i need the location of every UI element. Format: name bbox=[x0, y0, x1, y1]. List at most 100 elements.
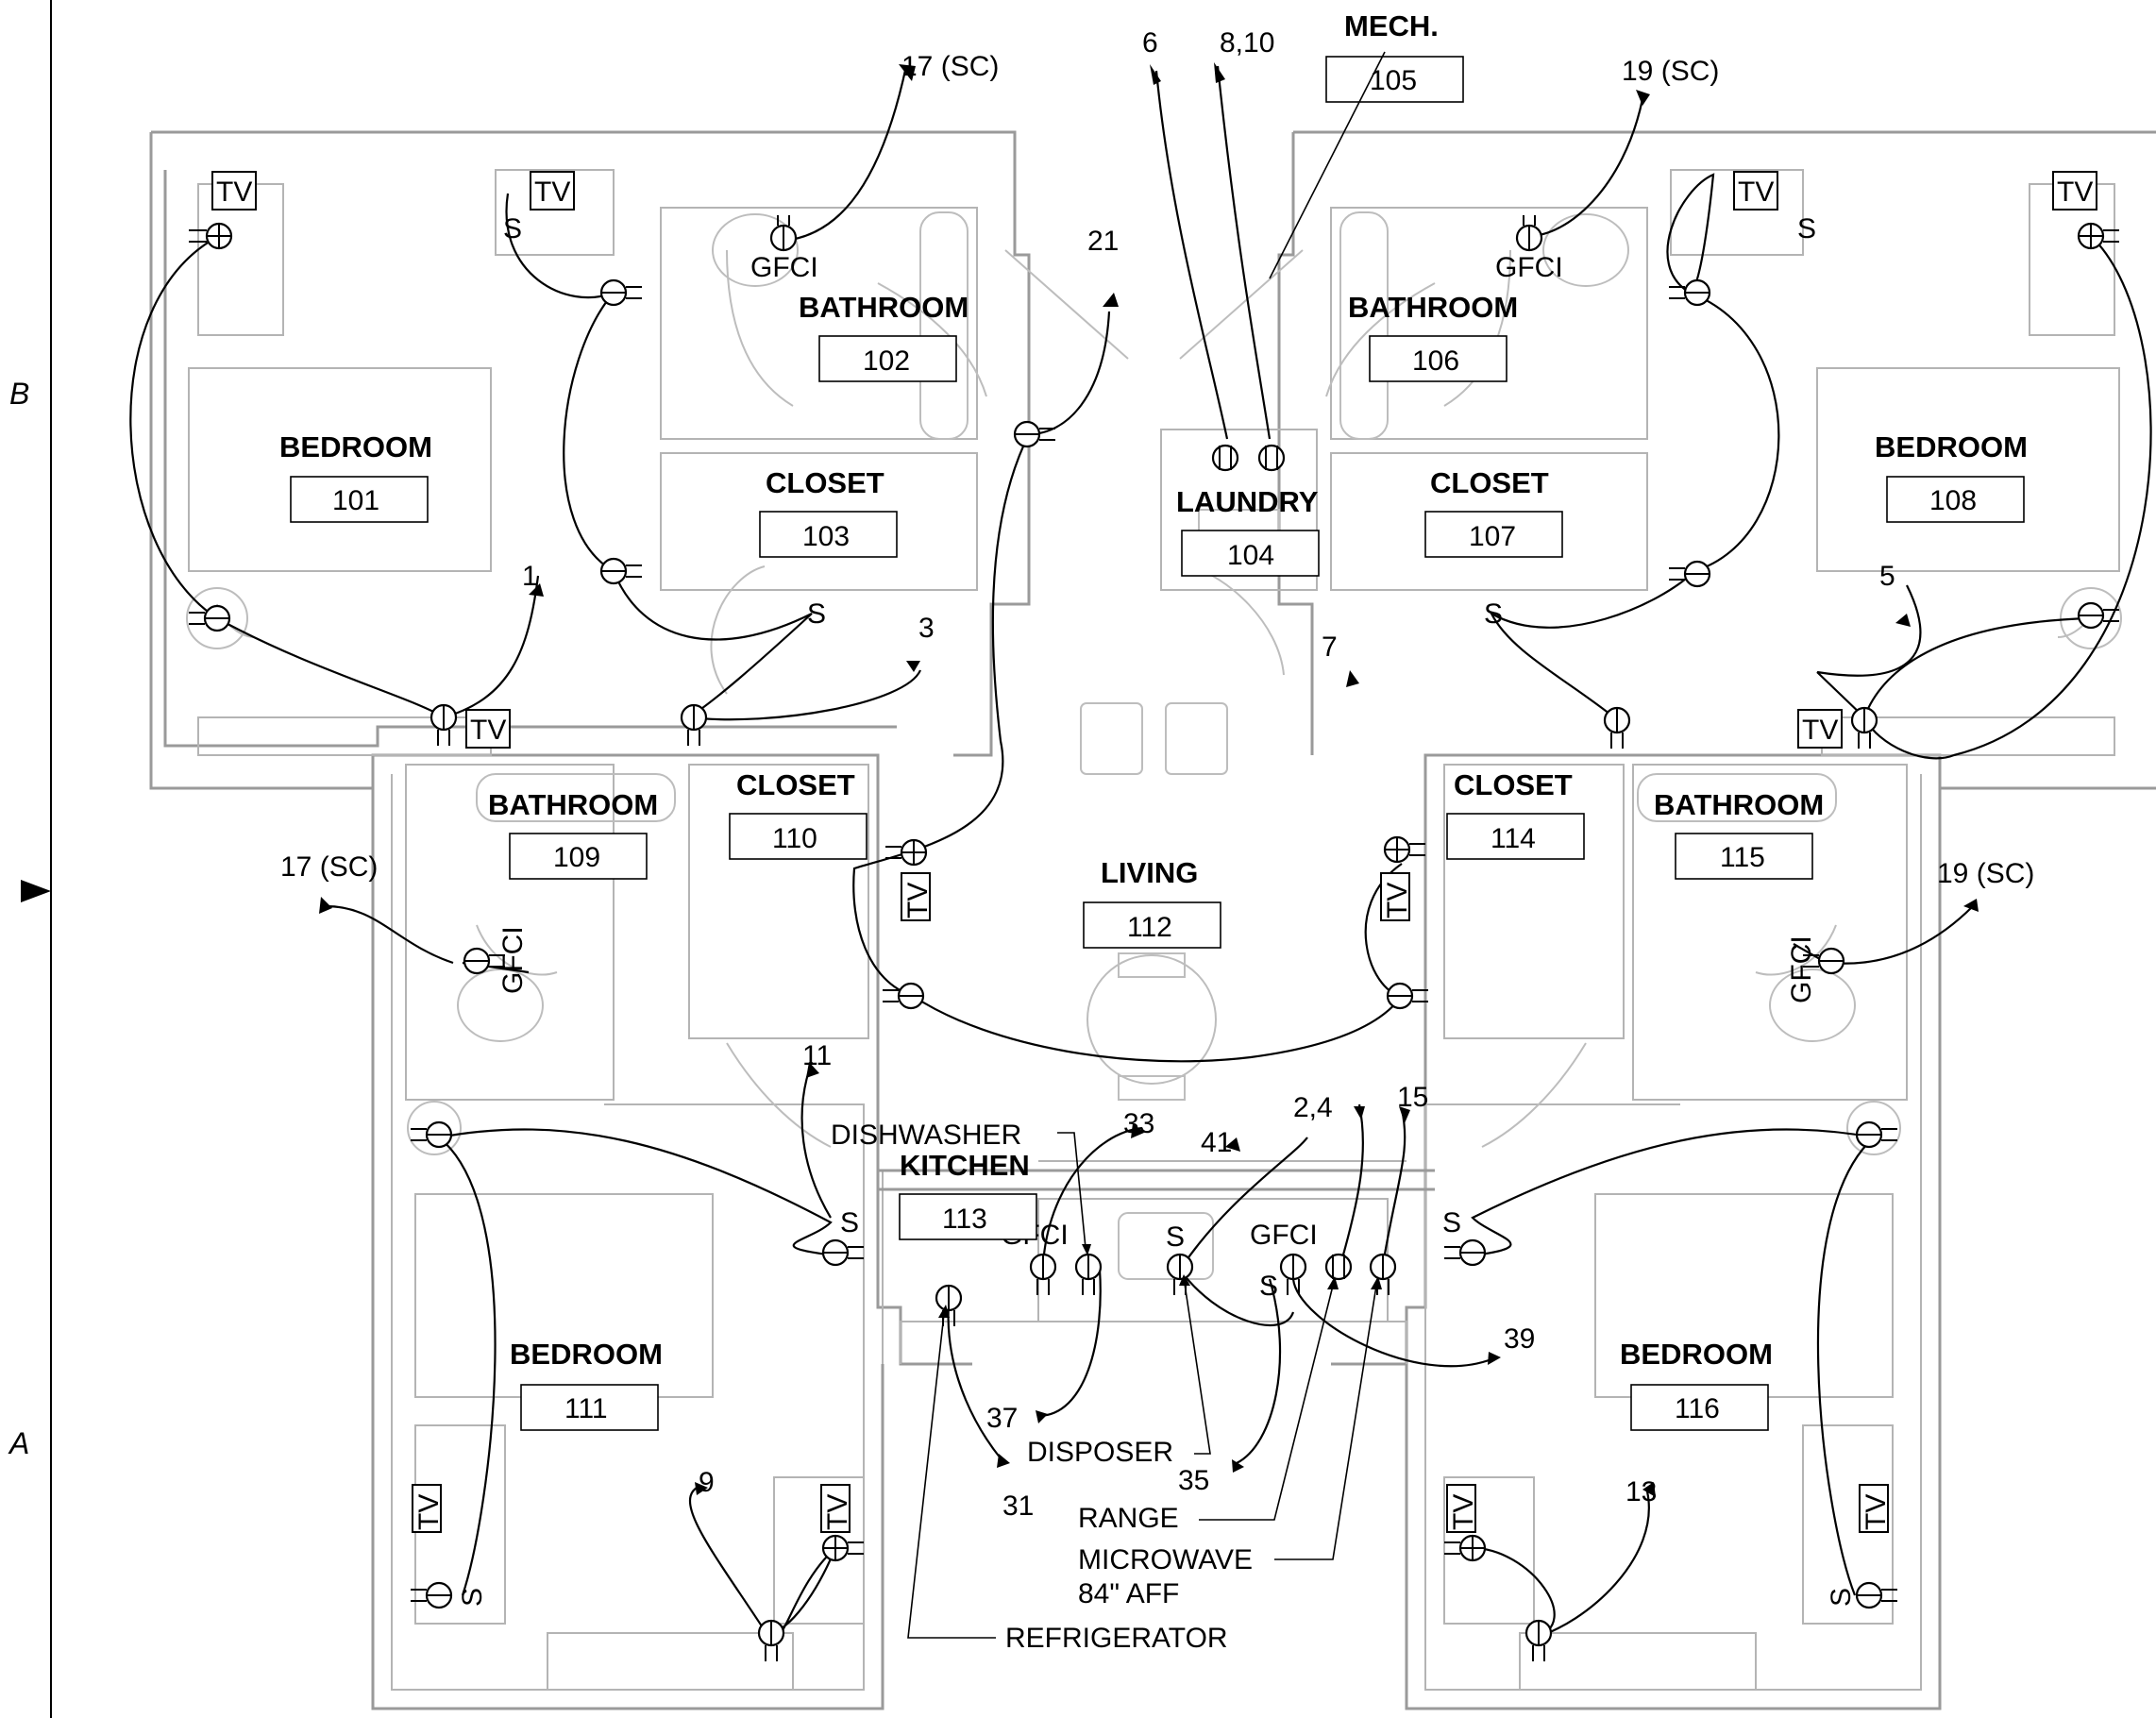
duplex-receptacle-icon bbox=[411, 1120, 453, 1149]
circuit-label: 8,10 bbox=[1220, 27, 1274, 59]
receptacles bbox=[189, 215, 2119, 1661]
duplex-receptacle-icon bbox=[883, 982, 925, 1010]
duplex-receptacle-icon bbox=[1524, 1619, 1553, 1661]
gfci-label: GFCI bbox=[1495, 252, 1563, 283]
circuit-label: 41 bbox=[1201, 1127, 1232, 1158]
grid-label-b: B bbox=[9, 377, 29, 411]
room-number: 112 bbox=[1127, 912, 1172, 943]
room-name: BATHROOM bbox=[1348, 291, 1518, 324]
circuit-label: 19 (SC) bbox=[1937, 858, 2034, 889]
gfci-label: GFCI bbox=[1786, 935, 1817, 1003]
room-number: 111 bbox=[564, 1393, 608, 1424]
circuit-label: 7 bbox=[1322, 632, 1338, 663]
room-114: CLOSET 114 bbox=[1446, 768, 1585, 860]
tv-label: TV bbox=[216, 177, 252, 208]
quad-receptacle-icon bbox=[821, 1534, 864, 1562]
circuit-label: 21 bbox=[1087, 226, 1119, 257]
laundry-receptacle-icon bbox=[1257, 444, 1286, 472]
room-name: BEDROOM bbox=[1620, 1338, 1773, 1371]
duplex-receptacle-icon bbox=[1386, 982, 1428, 1010]
room-number: 102 bbox=[863, 345, 910, 377]
tv-label: TV bbox=[1802, 715, 1838, 746]
equipment-callouts: DISHWASHER DISPOSER RANGE MICROWAVE 84" … bbox=[831, 51, 1386, 1654]
dishwasher-receptacle-icon bbox=[1074, 1253, 1103, 1295]
duplex-receptacle-icon bbox=[599, 557, 642, 585]
arrowhead-icon bbox=[1371, 1276, 1382, 1289]
gfci-label: GFCI bbox=[750, 252, 818, 283]
duplex-receptacle-icon bbox=[757, 1619, 785, 1661]
tv-label: TV bbox=[1738, 177, 1774, 208]
microwave-height-label: 84" AFF bbox=[1078, 1578, 1179, 1609]
duplex-receptacle-icon bbox=[821, 1238, 864, 1267]
room-name: KITCHEN bbox=[900, 1149, 1030, 1182]
duplex-receptacle-icon bbox=[189, 604, 231, 632]
tv-label: TV bbox=[1382, 883, 1413, 918]
circuit-label: 31 bbox=[1002, 1491, 1034, 1522]
disposer-receptacle-icon bbox=[1166, 1253, 1194, 1295]
duplex-receptacle-icon bbox=[680, 703, 708, 746]
switch-icon: S bbox=[807, 598, 826, 630]
tv-outlet-icon: TV bbox=[1797, 709, 1843, 749]
tv-outlet-icon: TV bbox=[1380, 872, 1413, 921]
circuit-label: 3 bbox=[918, 613, 935, 644]
tv-outlet-icon: TV bbox=[1859, 1484, 1892, 1533]
section-arrow-icon bbox=[21, 880, 51, 902]
tv-label: TV bbox=[902, 883, 934, 918]
duplex-receptacle-icon bbox=[1855, 1120, 1897, 1149]
quad-receptacle-icon bbox=[1444, 1534, 1487, 1562]
room-101: BEDROOM 101 bbox=[279, 430, 432, 523]
room-number: 105 bbox=[1370, 65, 1417, 96]
room-number: 101 bbox=[332, 485, 379, 516]
room-name: LIVING bbox=[1101, 856, 1198, 889]
duplex-receptacle-icon bbox=[1603, 706, 1631, 749]
tv-outlet-icon: TV bbox=[901, 872, 934, 921]
tv-label: TV bbox=[822, 1494, 853, 1530]
duplex-receptacle-icon bbox=[2077, 601, 2119, 630]
gfci-receptacle-icon bbox=[463, 947, 505, 975]
arrowhead-icon bbox=[1179, 1274, 1190, 1286]
duplex-receptacle-icon bbox=[1013, 420, 1055, 448]
circuit-label: 17 (SC) bbox=[901, 51, 999, 82]
room-name: CLOSET bbox=[1454, 768, 1573, 801]
room-number: 103 bbox=[802, 521, 850, 552]
tv-label: TV bbox=[2057, 177, 2093, 208]
tv-outlet-icon: TV bbox=[465, 709, 511, 749]
tv-outlet-icon: TV bbox=[211, 171, 257, 211]
circuit-label: 2,4 bbox=[1293, 1092, 1333, 1123]
circuit-label: 1 bbox=[522, 561, 538, 592]
quad-receptacle-icon bbox=[885, 838, 928, 867]
switch-markers: S S S S S S S S S S GFCI GFCI GFCI GFCI … bbox=[457, 213, 1857, 1607]
duplex-receptacle-icon bbox=[1669, 560, 1711, 588]
duplex-receptacle-icon bbox=[1850, 706, 1878, 749]
duplex-receptacle-icon bbox=[1855, 1581, 1897, 1609]
room-name: CLOSET bbox=[1430, 466, 1549, 499]
room-107: CLOSET 107 bbox=[1424, 466, 1563, 558]
room-number: 116 bbox=[1675, 1393, 1720, 1424]
circuit-label: 35 bbox=[1178, 1465, 1209, 1496]
quad-receptacle-icon bbox=[1383, 835, 1425, 864]
gfci-receptacle-icon bbox=[1515, 215, 1543, 252]
duplex-receptacle-icon bbox=[1669, 278, 1711, 307]
gfci-receptacle-icon bbox=[1029, 1253, 1057, 1295]
tv-label: TV bbox=[534, 177, 570, 208]
quad-receptacle-icon bbox=[2077, 222, 2119, 250]
gfci-receptacle-icon bbox=[1803, 947, 1845, 975]
room-number: 107 bbox=[1469, 521, 1516, 552]
switch-icon: S bbox=[1797, 213, 1816, 244]
tv-outlet-icon: TV bbox=[820, 1484, 853, 1533]
room-labels: BEDROOM 101 BATHROOM 102 CLOSET 103 LAUNDRY… bbox=[279, 9, 2028, 1431]
room-number: 114 bbox=[1491, 823, 1536, 854]
tv-outlet-icon: TV bbox=[2052, 171, 2097, 211]
switch-icon: S bbox=[840, 1207, 859, 1238]
switch-icon: S bbox=[1484, 598, 1503, 630]
room-number: 109 bbox=[553, 842, 600, 873]
room-name: MECH. bbox=[1344, 9, 1439, 42]
room-number: 115 bbox=[1720, 842, 1765, 873]
room-name: BEDROOM bbox=[279, 430, 432, 463]
room-name: LAUNDRY bbox=[1176, 485, 1319, 518]
